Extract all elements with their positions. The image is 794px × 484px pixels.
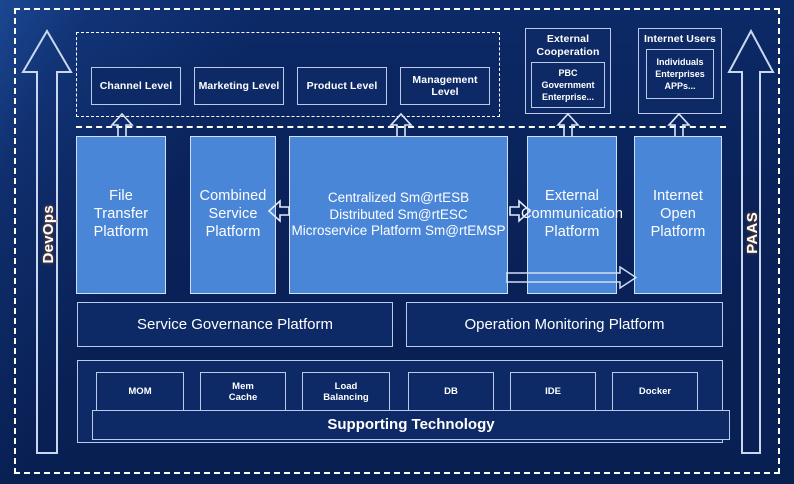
tech-box-mom[interactable]: MOM	[96, 372, 184, 412]
outer-boundary	[14, 8, 780, 474]
external-cooperation-inner-label: PBC Government Enterprise...	[541, 68, 595, 103]
external-cooperation-inner: PBC Government Enterprise...	[531, 62, 605, 109]
connector-arrow-up-management	[389, 112, 413, 138]
platform-label: Internet Open Platform	[650, 188, 706, 240]
supporting-technology-banner[interactable]: Supporting Technology	[92, 410, 730, 440]
tech-box-ide[interactable]: IDE	[510, 372, 596, 412]
platform-external-communication[interactable]: External Communication Platform	[521, 136, 623, 294]
tech-box-db[interactable]: DB	[408, 372, 494, 412]
external-cooperation-title: External Cooperation	[536, 33, 600, 59]
tech-label-line-2: Cache	[228, 392, 258, 403]
level-box-channel[interactable]: Channel Level	[91, 67, 181, 105]
level-box-marketing[interactable]: Marketing Level	[194, 67, 284, 105]
level-label: Product Level	[306, 79, 378, 92]
tech-label: IDE	[545, 386, 561, 398]
tech-label-line-1: Mem	[232, 380, 254, 392]
platform-file-transfer[interactable]: File Transfer Platform	[76, 136, 166, 294]
tech-box-mem-cache[interactable]: Mem Cache	[200, 372, 286, 412]
platform-label: File Transfer Platform	[93, 188, 149, 240]
operation-monitoring-platform[interactable]: Operation Monitoring Platform	[406, 302, 723, 347]
devops-label: DevOps	[40, 205, 57, 264]
level-box-management[interactable]: Management Level	[400, 67, 490, 105]
platform-combined-service[interactable]: Combined Service Platform	[190, 136, 276, 294]
platform-esb-esc-emsp[interactable]: Centralized Sm@rtESB Distributed Sm@rtES…	[289, 136, 508, 294]
level-label: Marketing Level	[198, 79, 280, 92]
internet-users-title: Internet Users	[643, 33, 716, 45]
tech-label: DB	[444, 386, 458, 398]
tech-label: MOM	[128, 386, 152, 398]
level-label: Channel Level	[99, 79, 173, 92]
tech-label-line-1: Load	[334, 380, 358, 392]
business-levels-group	[76, 32, 500, 117]
connector-arrow-esb-to-internet-open	[506, 266, 638, 292]
connector-arrow-right-esb-external	[508, 198, 532, 224]
connector-arrow-up-channel	[110, 112, 134, 138]
tech-box-load-balancing[interactable]: Load Balancing	[302, 372, 390, 412]
connector-arrow-left-combined-esb	[267, 198, 291, 224]
platform-internet-open[interactable]: Internet Open Platform	[634, 136, 722, 294]
paas-label: PAAS	[744, 212, 761, 254]
platform-esb-line-3: Microservice Platform Sm@rtEMSP	[291, 223, 506, 239]
connector-arrow-up-internet-users	[667, 112, 691, 138]
platform-label: Combined Service Platform	[199, 188, 267, 240]
supporting-technology-label: Supporting Technology	[327, 416, 495, 434]
internet-users-inner: Individuals Enterprises APPs...	[646, 49, 714, 100]
management-label: Service Governance Platform	[137, 315, 333, 333]
internet-users-box[interactable]: Internet Users Individuals Enterprises A…	[638, 28, 722, 114]
service-governance-platform[interactable]: Service Governance Platform	[77, 302, 393, 347]
platform-label: External Communication Platform	[520, 188, 624, 240]
tech-label-line-2: Balancing	[323, 392, 369, 403]
management-label: Operation Monitoring Platform	[464, 315, 665, 333]
external-cooperation-box[interactable]: External Cooperation PBC Government Ente…	[525, 28, 611, 114]
tech-label: Docker	[638, 386, 672, 398]
devops-arrow-icon	[20, 28, 74, 456]
connector-arrow-up-external-cooperation	[556, 112, 580, 138]
platform-esb-line-1: Centralized Sm@rtESB	[327, 190, 470, 206]
paas-arrow-icon	[726, 28, 776, 456]
layer-separator	[76, 126, 726, 128]
tech-box-docker[interactable]: Docker	[612, 372, 698, 412]
level-label: Management Level	[412, 73, 478, 98]
level-box-product[interactable]: Product Level	[297, 67, 387, 105]
platform-esb-line-2: Distributed Sm@rtESC	[329, 206, 468, 222]
internet-users-inner-label: Individuals Enterprises APPs...	[655, 56, 705, 92]
